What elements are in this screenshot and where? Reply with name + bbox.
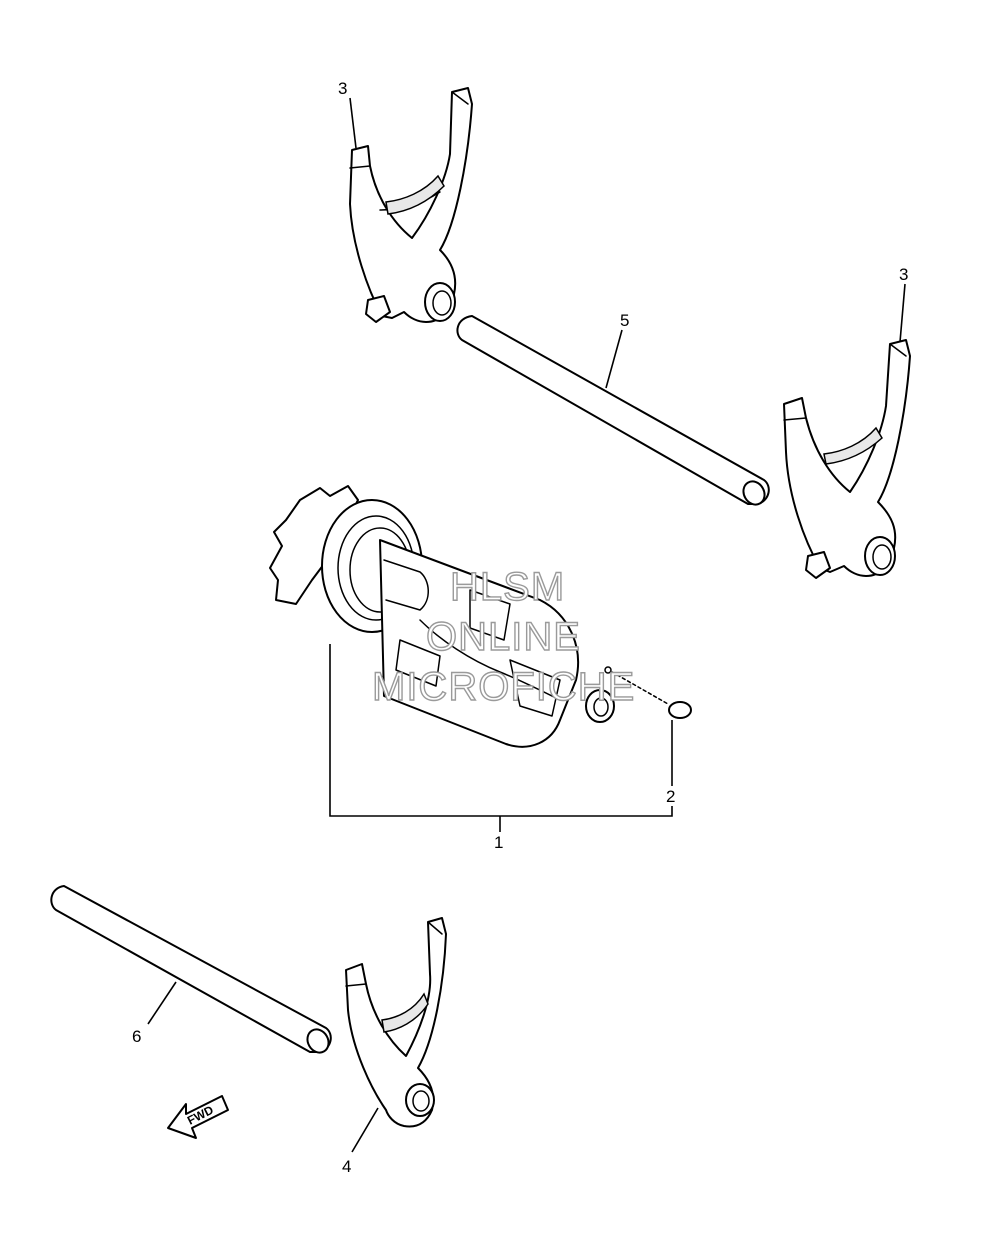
callout-6: 6: [132, 1027, 141, 1046]
fwd-arrow-icon: FWD: [167, 1095, 229, 1139]
shift-fork-right[interactable]: [783, 339, 911, 579]
watermark-line-2: ONLINE: [426, 615, 581, 659]
callout-2: 2: [666, 787, 675, 806]
shift-fork-lower[interactable]: [345, 917, 447, 1128]
callout-3-right: 3: [899, 265, 908, 284]
leader-lines: [147, 97, 906, 1153]
callout-3-top: 3: [338, 79, 347, 98]
callout-5: 5: [620, 311, 629, 330]
watermark-line-3: MICROFICHE: [372, 665, 635, 709]
callout-1: 1: [494, 833, 503, 852]
watermark: HLSM ONLINE MICROFICHE: [371, 564, 635, 709]
drum-pin[interactable]: [611, 671, 692, 719]
callout-4: 4: [342, 1157, 351, 1176]
shift-fork-shaft-upper[interactable]: [456, 315, 770, 508]
watermark-line-1: HLSM: [450, 565, 565, 609]
shift-fork-shaft-lower[interactable]: [50, 885, 332, 1056]
shift-fork-top[interactable]: [349, 87, 473, 323]
shift-drum-assembly[interactable]: [269, 485, 615, 748]
